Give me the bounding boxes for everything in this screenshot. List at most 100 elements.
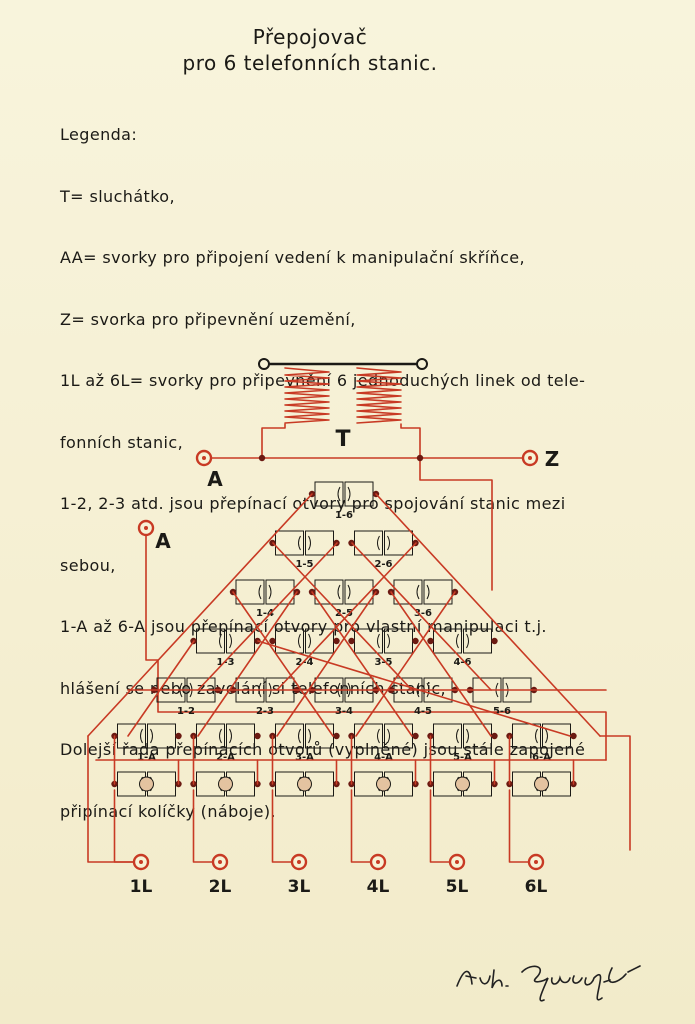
jack-label: 1-A — [137, 752, 156, 763]
line-label-2L: 2L — [209, 877, 232, 897]
junction-dot — [254, 732, 261, 740]
jack-1-A — [117, 723, 176, 749]
line-label-4L: 4L — [367, 877, 390, 897]
harness-1 — [87, 493, 313, 737]
jack-label: 3-A — [295, 752, 314, 763]
jack-1-6 — [314, 481, 374, 507]
line-feed — [192, 789, 214, 863]
line-label-3L: 3L — [288, 877, 311, 897]
handset-lead-right — [400, 423, 493, 591]
line-label-6L: 6L — [525, 877, 548, 897]
jack-label: 1-6 — [335, 510, 353, 521]
jack-5-A — [433, 723, 492, 749]
harness-row3 — [197, 591, 492, 737]
line-label-1L: 1L — [130, 877, 153, 897]
a-line — [145, 534, 607, 761]
junction-dot — [427, 637, 434, 645]
jack-4-6 — [433, 628, 492, 654]
terminal-5L-center — [455, 860, 459, 864]
junction-dot — [570, 732, 577, 740]
terminal-1L-center — [139, 860, 143, 864]
jack-3-A — [275, 723, 334, 749]
terminal-a-left-center — [202, 456, 206, 460]
harness-6 — [375, 493, 601, 737]
handset-end-right — [416, 358, 428, 370]
terminal-z-label: Z — [545, 447, 560, 471]
junction-dot — [491, 637, 498, 645]
jack-2-6 — [354, 530, 413, 556]
junction-dot — [416, 454, 424, 462]
line-feed — [429, 789, 451, 863]
terminal-a-left-label: A — [207, 467, 223, 491]
junction-dot — [333, 637, 340, 645]
jack-4-A — [354, 723, 413, 749]
line-feed — [271, 789, 293, 863]
jack-3-5 — [354, 628, 413, 654]
handset-lead-left — [261, 423, 286, 459]
handset-coil-right — [356, 367, 402, 424]
harness-row4 — [127, 640, 571, 737]
line-feed — [113, 789, 135, 863]
plug-pin — [297, 776, 312, 792]
terminal-2L-center — [218, 860, 222, 864]
junction-dot — [333, 732, 340, 740]
plug-pin — [376, 776, 391, 792]
junction-dot — [491, 732, 498, 740]
line-feed — [508, 789, 530, 863]
jack-label: 4-5 — [414, 706, 432, 717]
page-title: Přepojovač pro 6 telefonních stanic. — [0, 24, 620, 76]
junction-dot — [412, 637, 419, 645]
jack-label: 2-A — [216, 752, 235, 763]
harness-row2 — [197, 542, 492, 691]
plug-pin — [218, 776, 233, 792]
terminal-a-mid-label: A — [155, 529, 171, 553]
line-feed — [350, 789, 372, 863]
signature — [456, 965, 641, 1002]
jack-label: 6-A — [532, 752, 551, 763]
plug-pin — [139, 776, 154, 792]
jack-label: 5-A — [453, 752, 472, 763]
junction-dot — [348, 637, 355, 645]
terminal-4L-center — [376, 860, 380, 864]
junction-dot — [175, 732, 182, 740]
legend-line: 1-2, 2-3 atd. jsou přepínací otvory pro … — [60, 494, 566, 513]
terminal-z-center — [528, 456, 532, 460]
jack-label: 3-6 — [414, 608, 432, 619]
outer-right — [599, 735, 631, 851]
jack-label: 1-2 — [177, 706, 195, 717]
jack-label: 5-6 — [493, 706, 511, 717]
jack-label: 2-5 — [335, 608, 353, 619]
title-line-2: pro 6 telefonních stanic. — [182, 51, 438, 75]
plug-pin — [534, 776, 549, 792]
legend-line: fonních stanic, — [60, 432, 184, 452]
jack-label: 3-5 — [374, 657, 392, 668]
jack-label: 1-5 — [295, 559, 313, 570]
legend-line: Z= svorka pro připevnění uzemění, — [60, 309, 356, 329]
jack-label: 4-6 — [453, 657, 471, 668]
jack-label: 1-3 — [216, 657, 234, 668]
handset-label: T — [335, 427, 350, 452]
jack-1-4 — [235, 579, 295, 605]
junction-dot — [269, 637, 276, 645]
plug-pin — [455, 776, 470, 792]
terminal-3L-center — [297, 860, 301, 864]
terminal-6L-center — [534, 860, 538, 864]
legend-line: Dolejší řada přepínacích otvorů (vyplněn… — [60, 740, 586, 759]
jack-label: 2-6 — [374, 559, 392, 570]
junction-dot — [258, 454, 266, 462]
handset-coil-left — [284, 367, 330, 424]
jack-label: 3-4 — [335, 706, 353, 717]
jack-label: 2-4 — [295, 657, 313, 668]
line-label-5L: 5L — [446, 877, 469, 897]
legend-heading: Legenda: — [60, 125, 138, 144]
junction-dot — [412, 732, 419, 740]
legend-line: sebou, — [60, 555, 116, 575]
jack-label: 2-3 — [256, 706, 274, 717]
outer-left — [87, 735, 134, 863]
title-line-1: Přepojovač — [252, 25, 368, 49]
handset-end-left — [258, 358, 270, 370]
jack-1-5 — [275, 530, 334, 556]
jack-3-6 — [393, 579, 453, 605]
